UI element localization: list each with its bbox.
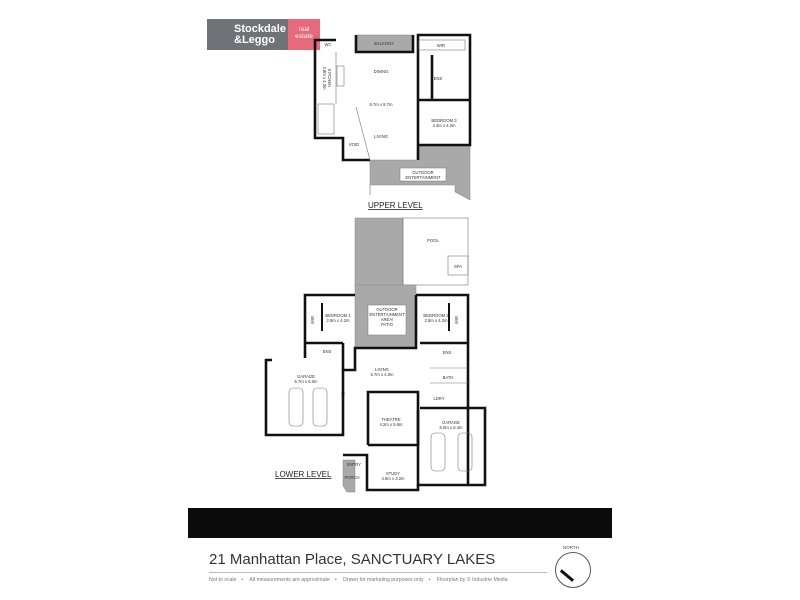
porch-area: [342, 459, 356, 493]
room-bedroom3: BEDROOM 3: [431, 118, 457, 123]
room-garage-right-size: 6.0m x 6.4m: [439, 425, 463, 430]
room-patio-line1: OUTDOOR: [376, 307, 397, 312]
cars-right: [430, 432, 473, 472]
lower-level-plan: POOL SPA BEDROOM 1 2.8m x 4.2m WIR OUTDO…: [264, 217, 487, 493]
note-marketing: Drawn for marketing purposes only: [343, 577, 424, 583]
logo-brand: Stockdale&Leggo: [207, 19, 288, 50]
upper-level-title: UPPER LEVEL: [368, 201, 423, 210]
logo-tag-line1: real: [298, 26, 310, 33]
compass-needle: [560, 569, 575, 582]
room-ens-1: ENS: [323, 349, 332, 354]
room-study: STUDY: [386, 471, 400, 476]
spa-area: [447, 255, 469, 276]
room-garage-left-size: 6.7m x 6.0m: [294, 379, 318, 384]
room-wc: WC: [325, 42, 332, 47]
pool-area: [402, 217, 469, 286]
room-patio-line2: ENTERTAINMENT: [369, 312, 405, 317]
property-address: 21 Manhattan Place, SANCTUARY LAKES: [209, 551, 496, 568]
room-bedroom1: BEDROOM 1: [325, 313, 351, 318]
room-spa: SPA: [454, 264, 462, 269]
room-ens: ENS: [434, 76, 443, 81]
footer-notes: Not to scale• All measurements are appro…: [209, 577, 508, 583]
room-living-lower-size: 6.7m x 4.0m: [370, 372, 394, 377]
room-theatre-size: 4.2m x 5.6m: [379, 422, 403, 427]
room-void: VOID: [349, 142, 359, 147]
footer-divider: [209, 572, 547, 573]
room-living-dining-size: 8.7m x 8.7m: [369, 102, 393, 107]
north-label: NORTH: [563, 545, 579, 550]
room-study-size: 4.5m x 3.2m: [381, 476, 405, 481]
note-measurements: All measurements are approximate: [249, 577, 330, 583]
room-balcony: BALCONY: [374, 41, 394, 46]
logo-tag-line2: estate: [295, 33, 313, 40]
logo-brand-line1: Stockdale: [234, 23, 286, 35]
room-porch: PORCH: [344, 475, 359, 480]
room-bath: BATH: [443, 375, 454, 380]
room-outdoor: OUTDOOR: [412, 170, 433, 175]
room-garage-right: GARAGE: [442, 420, 460, 425]
room-ldry: LDRY: [433, 396, 444, 401]
room-ens-2: ENS: [443, 350, 452, 355]
room-kitchen-size: 2.8m x 4.3m: [322, 66, 327, 90]
room-garage-left: GARAGE: [297, 374, 315, 379]
room-patio-line4: PATIO: [381, 322, 394, 327]
room-wir-2: WIR: [454, 316, 459, 324]
note-credit: Floorplan by © Industrie Media: [436, 577, 508, 583]
room-wir-1: WIR: [310, 316, 315, 324]
north-compass-icon: [555, 552, 591, 588]
logo-brand-line2: &Leggo: [234, 34, 275, 46]
room-bedroom3-size: 4.4m x 4.2m: [432, 123, 456, 128]
cars-left: [288, 387, 328, 427]
room-bedroom2-size: 2.8m x 4.2m: [424, 318, 448, 323]
upper-level-plan: WC BALCONY WIR ENS KITCHEN 2.8m x 4.3m D…: [313, 33, 472, 210]
lower-level-title: LOWER LEVEL: [275, 470, 332, 479]
room-living: LIVING: [374, 134, 388, 139]
room-patio-line3: AREA/: [381, 317, 394, 322]
room-entertainment: ENTERTAINMENT: [405, 175, 441, 180]
room-pool: POOL: [427, 238, 439, 243]
room-entry: ENTRY: [347, 462, 361, 467]
room-bedroom2: BEDROOM 2: [423, 313, 449, 318]
room-kitchen: KITCHEN: [327, 69, 332, 87]
room-living-lower: LIVING: [375, 367, 389, 372]
patio-strip: [354, 217, 404, 287]
room-wir: WIR: [437, 43, 445, 48]
room-theatre: THEATRE: [381, 417, 400, 422]
room-bedroom1-size: 2.8m x 4.2m: [326, 318, 350, 323]
footer-band: [188, 508, 612, 538]
note-scale: Not to scale: [209, 577, 237, 583]
room-dining: DINING: [374, 69, 389, 74]
